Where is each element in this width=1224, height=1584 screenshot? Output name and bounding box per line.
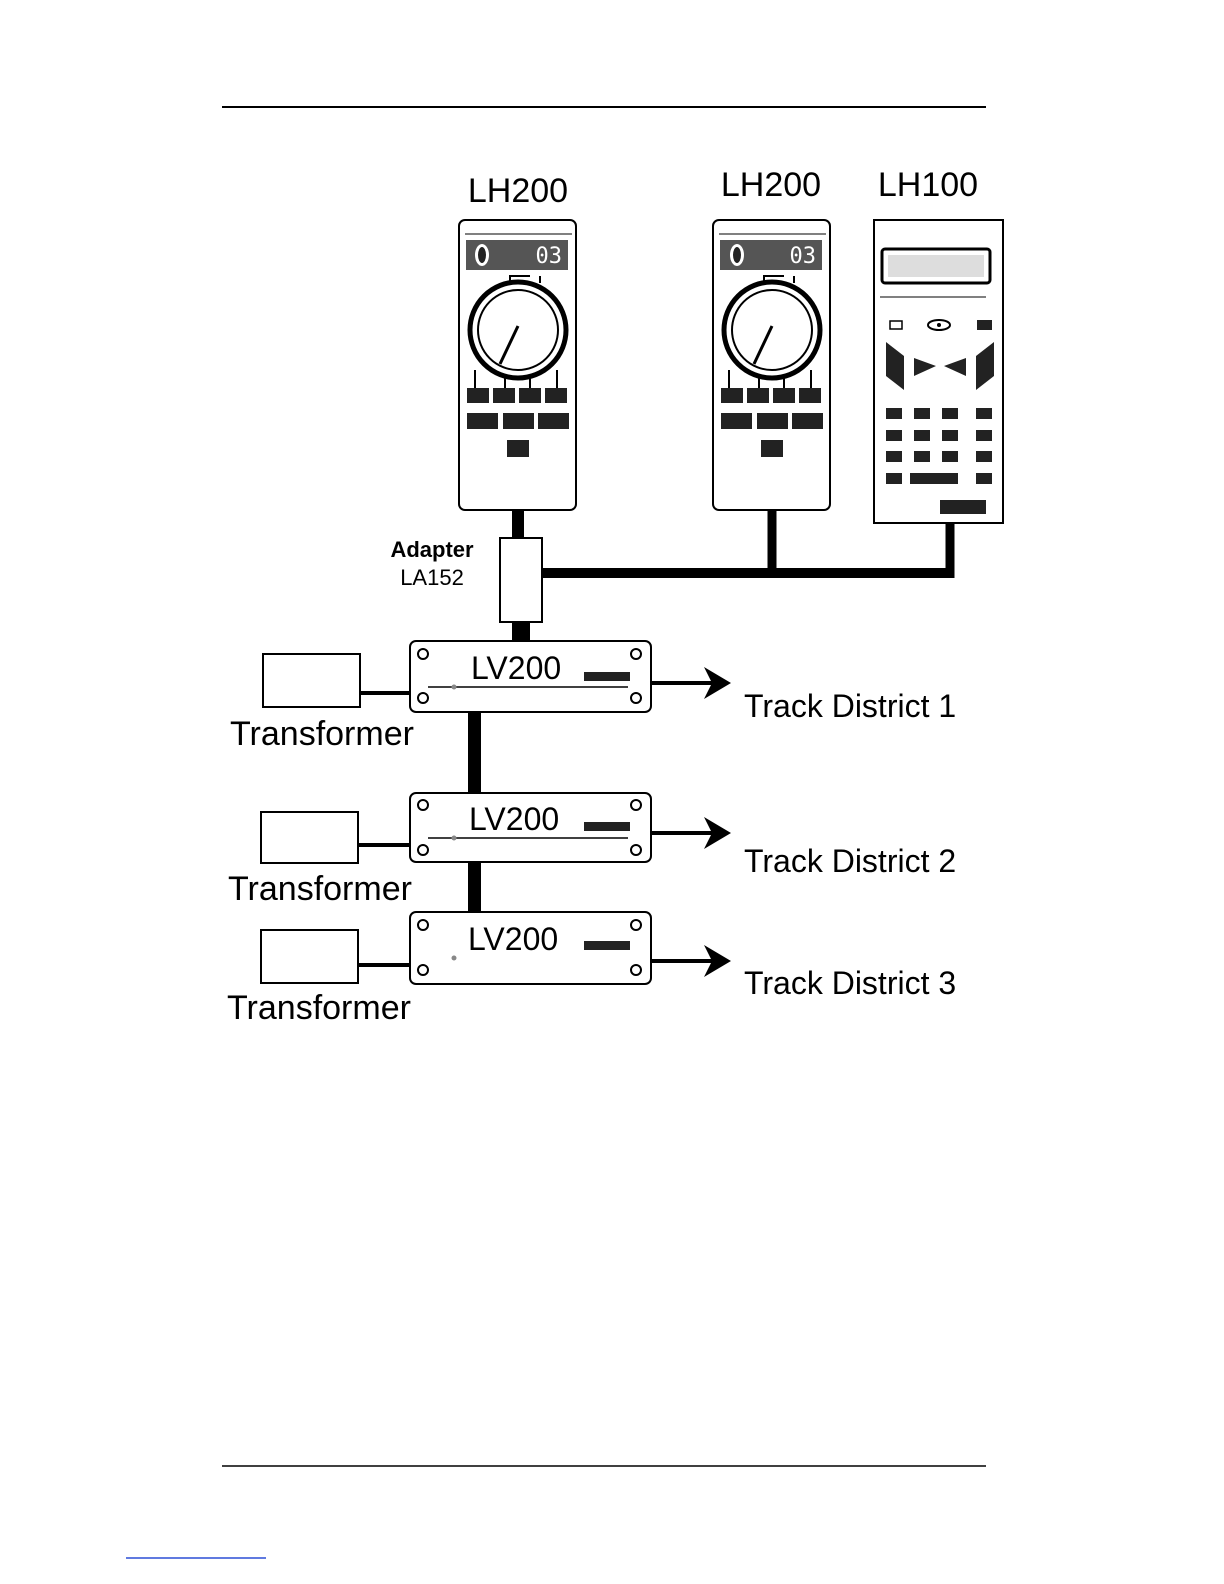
handheld-2: 03	[713, 220, 830, 510]
handheld-2-key	[799, 388, 821, 403]
handheld-1-key	[519, 388, 541, 403]
track-district-2-label: Track District 2	[744, 843, 956, 879]
transformer-1	[263, 654, 360, 707]
handheld-1-key	[545, 388, 567, 403]
handheld-3-logo	[940, 500, 986, 514]
transformer-2	[261, 812, 358, 863]
handheld-3-key	[976, 430, 992, 441]
handheld-1-key	[503, 413, 534, 429]
amplifier-link	[468, 712, 481, 793]
handheld-1-cable	[512, 510, 524, 540]
handheld-3-key	[886, 430, 902, 441]
handheld-1: 03	[459, 220, 576, 510]
amplifier-1-label: LV200	[471, 650, 561, 686]
track-district-1-label: Track District 1	[744, 688, 956, 724]
handheld-2-key	[792, 413, 823, 429]
handheld-1-key	[467, 413, 498, 429]
handheld-3-key	[976, 473, 992, 484]
amplifier-link	[468, 862, 481, 912]
handheld-2-display-value: 03	[790, 244, 817, 269]
handheld-2-label: LH200	[721, 166, 821, 204]
handheld-2-key	[721, 388, 743, 403]
handheld-3-key	[942, 451, 958, 462]
handheld-3-key	[914, 430, 930, 441]
amplifier-2-label: LV200	[469, 801, 559, 837]
handheld-2-key	[773, 388, 795, 403]
handheld-3-key	[886, 473, 902, 484]
handheld-3-key	[942, 408, 958, 419]
handheld-1-key	[467, 388, 489, 403]
handheld-1-key	[493, 388, 515, 403]
handheld-3-key	[886, 451, 902, 462]
transformer-2-label: Transformer	[228, 870, 412, 908]
handheld-3-key	[942, 430, 958, 441]
handheld-3-key	[914, 451, 930, 462]
handheld-2-key	[761, 440, 783, 457]
transformer-1-label: Transformer	[230, 715, 414, 753]
track-district-3-label: Track District 3	[744, 965, 956, 1001]
handheld-3-key	[976, 408, 992, 419]
transformer-3	[261, 930, 358, 983]
handheld-3-key	[914, 408, 930, 419]
handheld-3-key	[910, 473, 958, 484]
handheld-1-display-value: 03	[536, 244, 563, 269]
handheld-1-key	[538, 413, 569, 429]
amplifier-3-label: LV200	[468, 921, 558, 957]
handheld-3-key	[976, 451, 992, 462]
handheld-2-key	[721, 413, 752, 429]
handheld-2-key	[757, 413, 788, 429]
handheld-3-label: LH100	[878, 166, 978, 204]
handheld-3	[874, 220, 1003, 523]
adapter-cable	[512, 622, 530, 642]
handheld-3-key	[886, 408, 902, 419]
handheld-1-label: LH200	[468, 172, 568, 210]
handheld-2-key	[747, 388, 769, 403]
adapter-la152	[500, 538, 542, 622]
adapter-label-line1: Adapter	[390, 537, 474, 562]
handheld-1-key	[507, 440, 529, 457]
adapter-label-line2: LA152	[400, 565, 464, 590]
transformer-3-label: Transformer	[227, 989, 411, 1027]
